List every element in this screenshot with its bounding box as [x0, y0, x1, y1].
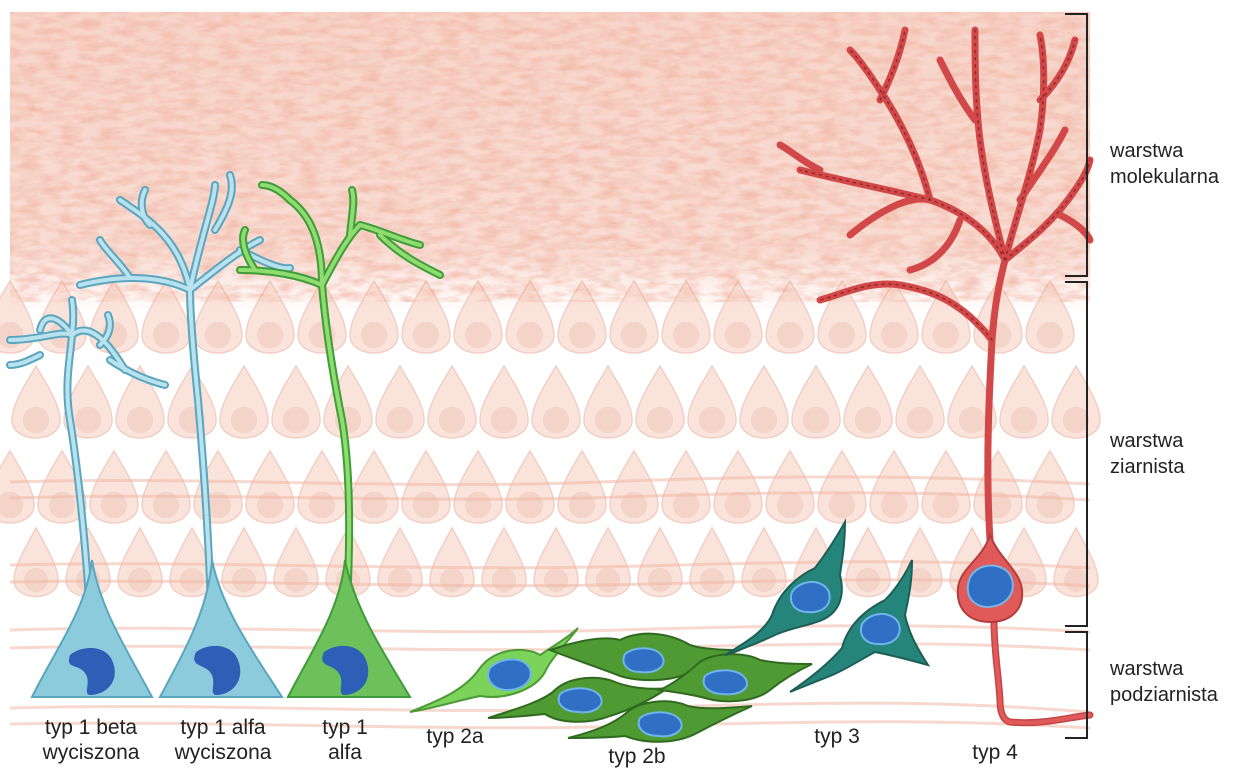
granule-nucleus: [491, 407, 517, 433]
granule-nucleus: [777, 492, 803, 518]
granule-nucleus: [933, 322, 959, 348]
granule-nucleus: [309, 492, 335, 518]
granule-nucleus: [205, 322, 231, 348]
granule-nucleus: [855, 407, 881, 433]
granule-nucleus: [648, 568, 672, 592]
granule-nucleus: [232, 568, 256, 592]
label-type3: typ 3: [792, 724, 882, 749]
granule-nucleus: [231, 407, 257, 433]
label-line1: typ 2a: [410, 724, 500, 749]
label-line1: typ 4: [950, 740, 1040, 765]
layer-label-molecular: warstwa molekularna: [1110, 138, 1219, 190]
granule-nucleus: [596, 568, 620, 592]
label-type4: typ 4: [950, 740, 1040, 765]
label-line1: typ 1 beta: [26, 715, 156, 740]
granule-nucleus: [829, 492, 855, 518]
layer-label-line2: ziarnista: [1110, 454, 1184, 480]
granule-nucleus: [725, 322, 751, 348]
layer-label-granular: warstwa ziarnista: [1110, 428, 1184, 480]
label-line1: typ 1: [300, 715, 390, 740]
label-line1: typ 2b: [592, 744, 682, 769]
layer-label-line1: warstwa: [1110, 138, 1219, 164]
granule-nucleus: [647, 407, 673, 433]
label-line2: alfa: [300, 740, 390, 765]
granule-nucleus: [595, 407, 621, 433]
granule-nucleus: [23, 407, 49, 433]
granule-nucleus: [725, 492, 751, 518]
granule-nucleus: [180, 568, 204, 592]
granule-nucleus: [361, 492, 387, 518]
granule-nucleus: [1037, 322, 1063, 348]
granule-nucleus: [959, 407, 985, 433]
layer-label-line2: podziarnista: [1110, 682, 1218, 708]
granule-nucleus: [907, 407, 933, 433]
molecular-layer: [10, 12, 1090, 312]
granule-nucleus: [544, 568, 568, 592]
granule-nucleus: [569, 492, 595, 518]
granule-nucleus: [1063, 407, 1089, 433]
layer-label-line1: warstwa: [1110, 656, 1218, 682]
granule-nucleus: [361, 322, 387, 348]
granule-nucleus: [803, 407, 829, 433]
granule-nucleus: [569, 322, 595, 348]
label-line1: typ 3: [792, 724, 882, 749]
granule-nucleus: [621, 322, 647, 348]
granule-nucleus: [881, 322, 907, 348]
granule-nucleus: [439, 407, 465, 433]
layer-label-line2: molekularna: [1110, 164, 1219, 190]
granule-nucleus: [284, 568, 308, 592]
granule-nucleus: [388, 568, 412, 592]
granule-nucleus: [413, 322, 439, 348]
granule-cell-layer: [0, 281, 1100, 597]
granule-nucleus: [24, 568, 48, 592]
label-line1: typ 1 alfa: [158, 715, 288, 740]
granule-nucleus: [517, 322, 543, 348]
granule-nucleus: [492, 568, 516, 592]
granule-nucleus: [1037, 492, 1063, 518]
label-type1-beta-silenced: typ 1 beta wyciszona: [26, 715, 156, 765]
layer-label-subgranular: warstwa podziarnista: [1110, 656, 1218, 708]
granule-nucleus: [257, 322, 283, 348]
granule-nucleus: [673, 322, 699, 348]
granule-nucleus: [700, 568, 724, 592]
granule-nucleus: [933, 492, 959, 518]
label-type2a: typ 2a: [410, 724, 500, 749]
granule-nucleus: [413, 492, 439, 518]
granule-nucleus: [440, 568, 464, 592]
label-type1-alfa: typ 1 alfa: [300, 715, 390, 765]
granule-nucleus: [465, 322, 491, 348]
granule-nucleus: [881, 492, 907, 518]
granule-nucleus: [153, 322, 179, 348]
granule-nucleus: [283, 407, 309, 433]
granule-nucleus: [829, 322, 855, 348]
granule-nucleus: [699, 407, 725, 433]
label-line2: wyciszona: [158, 740, 288, 765]
granule-nucleus: [751, 407, 777, 433]
layer-label-line1: warstwa: [1110, 428, 1184, 454]
granule-nucleus: [777, 322, 803, 348]
granule-nucleus: [543, 407, 569, 433]
label-line2: wyciszona: [26, 740, 156, 765]
granule-nucleus: [465, 492, 491, 518]
granule-nucleus: [1011, 407, 1037, 433]
granule-nucleus: [1064, 568, 1088, 592]
granule-nucleus: [517, 492, 543, 518]
granule-nucleus: [75, 407, 101, 433]
granule-nucleus: [127, 407, 153, 433]
label-type1-alfa-silenced: typ 1 alfa wyciszona: [158, 715, 288, 765]
granule-nucleus: [387, 407, 413, 433]
label-type2b: typ 2b: [592, 744, 682, 769]
